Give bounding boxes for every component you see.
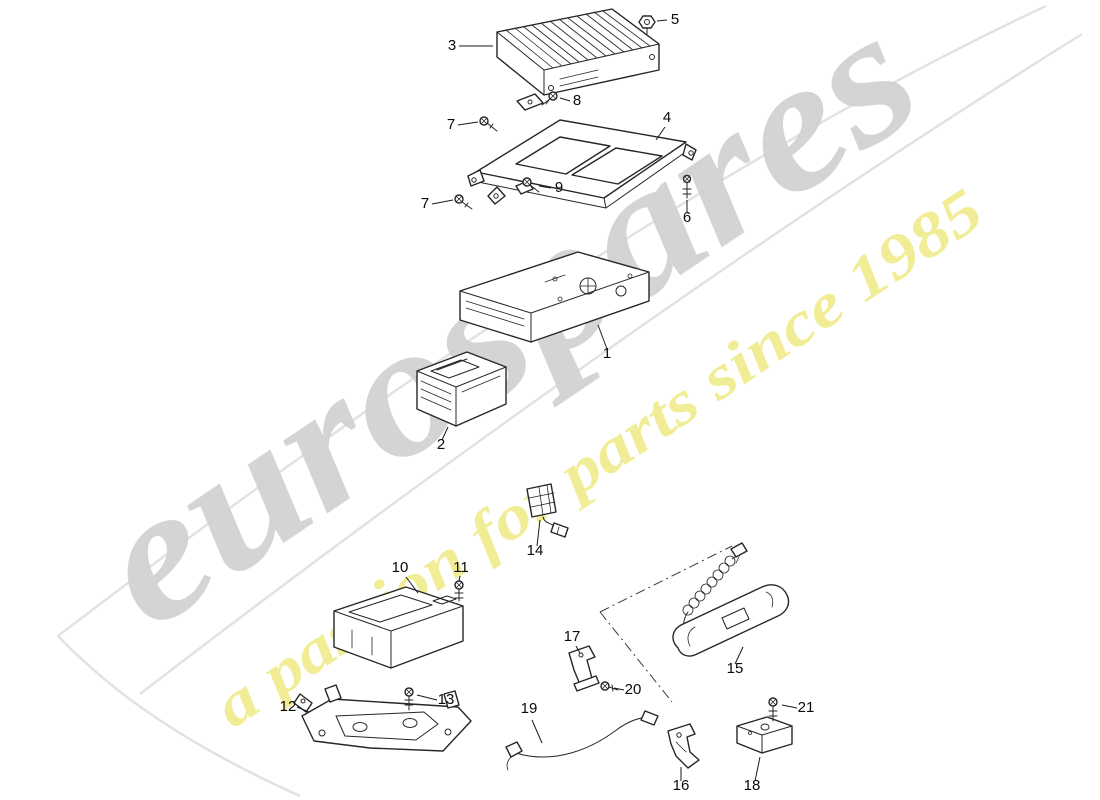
part-21-screw [768,697,778,722]
handset-cord-connector [730,542,748,558]
part-1-radio [459,251,650,343]
callout-7-upper: 7 [447,116,455,133]
handset-body [672,584,790,657]
callout-9: 9 [555,179,563,196]
callout-17: 17 [564,628,581,645]
callout-8: 8 [573,92,581,109]
swoosh-curve-bottom [139,32,1083,695]
leader-1 [597,324,608,350]
part-18-mount [736,716,793,754]
leader-14 [536,519,541,547]
callout-11: 11 [453,559,469,576]
leader-10 [405,576,419,594]
leader-19 [531,719,543,744]
leader-lines [296,19,798,782]
part-17-clip [568,645,600,692]
callout-12: 12 [280,698,297,715]
part-14-connector [526,483,569,538]
part-20-screw [600,681,619,692]
leader-11 [458,575,461,582]
callout-2: 2 [437,436,445,453]
callout-14: 14 [527,542,544,559]
callout-6: 6 [683,209,691,226]
part-6-screw [682,174,692,199]
part-2-cd-changer [416,351,507,427]
leader-7a [457,121,479,126]
callout-16: 16 [673,777,690,794]
part-7-screw-upper [479,116,498,132]
part-16-clip [667,723,700,769]
handset-cord-coil [682,555,736,616]
leader-12 [296,706,310,713]
part-15-handset [672,542,790,657]
callout-4: 4 [663,109,671,126]
part-12-bracket [293,684,472,752]
assembly-dash-lines [599,545,733,703]
leader-21 [781,704,798,709]
leader-15 [734,646,744,665]
callout-labels: 3 5 8 7 4 7 9 6 1 2 14 10 11 12 13 17 20… [280,11,815,794]
callout-1: 1 [603,345,611,362]
leader-9 [538,185,552,189]
callout-13: 13 [438,691,455,708]
part-13-screw [404,687,414,711]
part-10-control-unit [333,586,464,669]
leader-18 [754,756,761,782]
callout-5: 5 [671,11,679,28]
leader-20 [613,687,625,691]
leader-2 [441,426,449,441]
part-19-cable [505,710,659,771]
callout-18: 18 [744,777,761,794]
leader-17 [575,645,581,654]
part-8-screw [516,91,558,111]
swoosh-curve-corner [57,635,301,798]
leader-7b [431,199,454,205]
callout-10: 10 [392,559,409,576]
leader-5 [656,19,668,22]
leader-13 [416,694,438,701]
callout-15: 15 [727,660,744,677]
part-11-screw [454,580,464,602]
part-5-nut [638,15,656,35]
part-3-amplifier [496,8,660,96]
callout-19: 19 [521,700,538,717]
part-7-screw-lower [454,194,473,210]
callout-20: 20 [625,681,642,698]
callout-21: 21 [798,699,815,716]
part-9-screw [515,177,540,195]
callout-7-lower: 7 [421,195,429,212]
leader-8 [559,97,571,102]
callout-3: 3 [448,37,456,54]
leader-4 [655,126,666,141]
amplifier-fins [505,10,651,69]
